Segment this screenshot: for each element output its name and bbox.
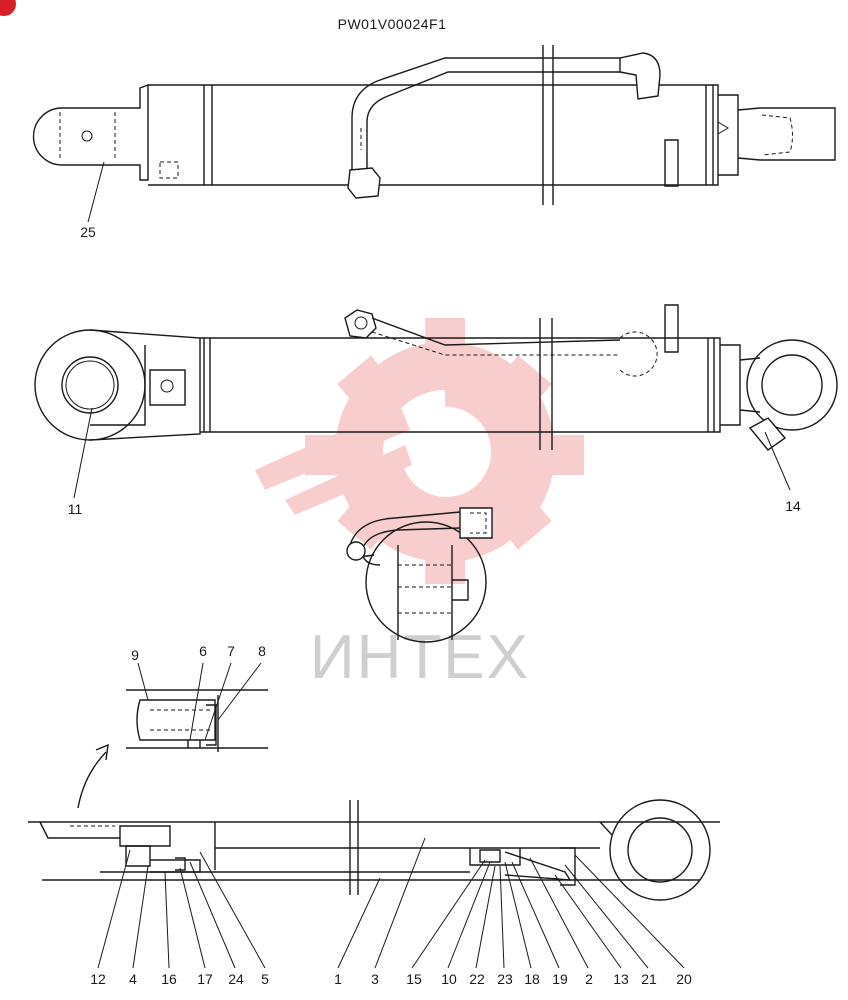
callout-16: 16 — [161, 971, 177, 987]
detail-arrow — [77, 743, 109, 809]
callout-12: 12 — [90, 971, 106, 987]
callout-14: 14 — [785, 498, 801, 514]
callout-9: 9 — [131, 647, 139, 663]
section-leaders — [97, 837, 685, 969]
callout-20: 20 — [676, 971, 692, 987]
callout-10: 10 — [441, 971, 457, 987]
callout-7: 7 — [227, 643, 235, 659]
leader-11 — [73, 407, 93, 499]
callout-5: 5 — [261, 971, 269, 987]
diagram-code: PW01V00024F1 — [338, 16, 447, 32]
callout-25: 25 — [80, 224, 96, 240]
callout-8: 8 — [258, 643, 266, 659]
section-callouts: 12 4 16 17 24 5 1 3 15 10 22 23 18 19 2 … — [90, 971, 692, 987]
callout-15: 15 — [406, 971, 422, 987]
top-view-cylinder — [32, 45, 836, 205]
callout-2: 2 — [585, 971, 593, 987]
callout-21: 21 — [641, 971, 657, 987]
callout-4: 4 — [129, 971, 137, 987]
callout-23: 23 — [497, 971, 513, 987]
callout-17: 17 — [197, 971, 213, 987]
side-view-cylinder — [34, 304, 838, 451]
callout-18: 18 — [524, 971, 540, 987]
callout-24: 24 — [228, 971, 244, 987]
zoom-detail — [346, 507, 493, 643]
callout-13: 13 — [613, 971, 629, 987]
callout-22: 22 — [469, 971, 485, 987]
watermark-text: ИНТЕХ — [310, 623, 530, 692]
callout-11: 11 — [68, 501, 83, 517]
callout-6: 6 — [199, 643, 207, 659]
detail-leaders — [137, 662, 262, 741]
corner-badge — [0, 0, 16, 16]
leader-14 — [764, 431, 791, 491]
watermark-gear — [255, 318, 584, 584]
callout-1: 1 — [334, 971, 342, 987]
callout-19: 19 — [552, 971, 568, 987]
callout-3: 3 — [371, 971, 379, 987]
leader-25 — [87, 161, 105, 223]
section-view — [28, 799, 720, 901]
detail-view — [126, 689, 268, 752]
